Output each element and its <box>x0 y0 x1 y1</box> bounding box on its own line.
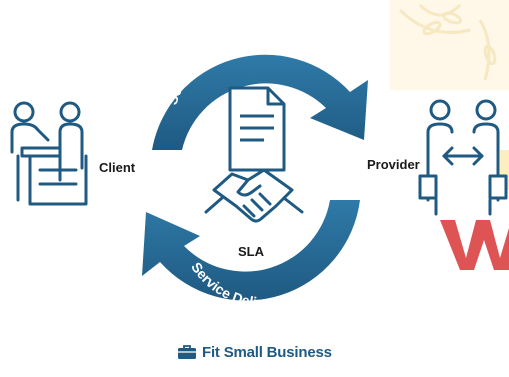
handshake-icon <box>204 168 304 223</box>
brand-logo: Fit Small Business <box>177 341 332 363</box>
service-delivery-arrow <box>142 200 360 301</box>
watermark-background <box>390 0 509 270</box>
provider-icon <box>418 99 508 216</box>
briefcase-icon <box>178 345 196 359</box>
w-watermark-icon <box>440 220 509 270</box>
sla-label: SLA <box>238 244 264 259</box>
document-icon <box>228 86 286 172</box>
service-requirements-arrow <box>152 54 368 150</box>
client-label: Client <box>99 160 136 175</box>
wreath-watermark-icon <box>398 3 497 81</box>
client-icon <box>10 101 88 206</box>
provider-label: Provider <box>367 157 420 172</box>
brand-name: Fit Small Business <box>202 343 332 361</box>
